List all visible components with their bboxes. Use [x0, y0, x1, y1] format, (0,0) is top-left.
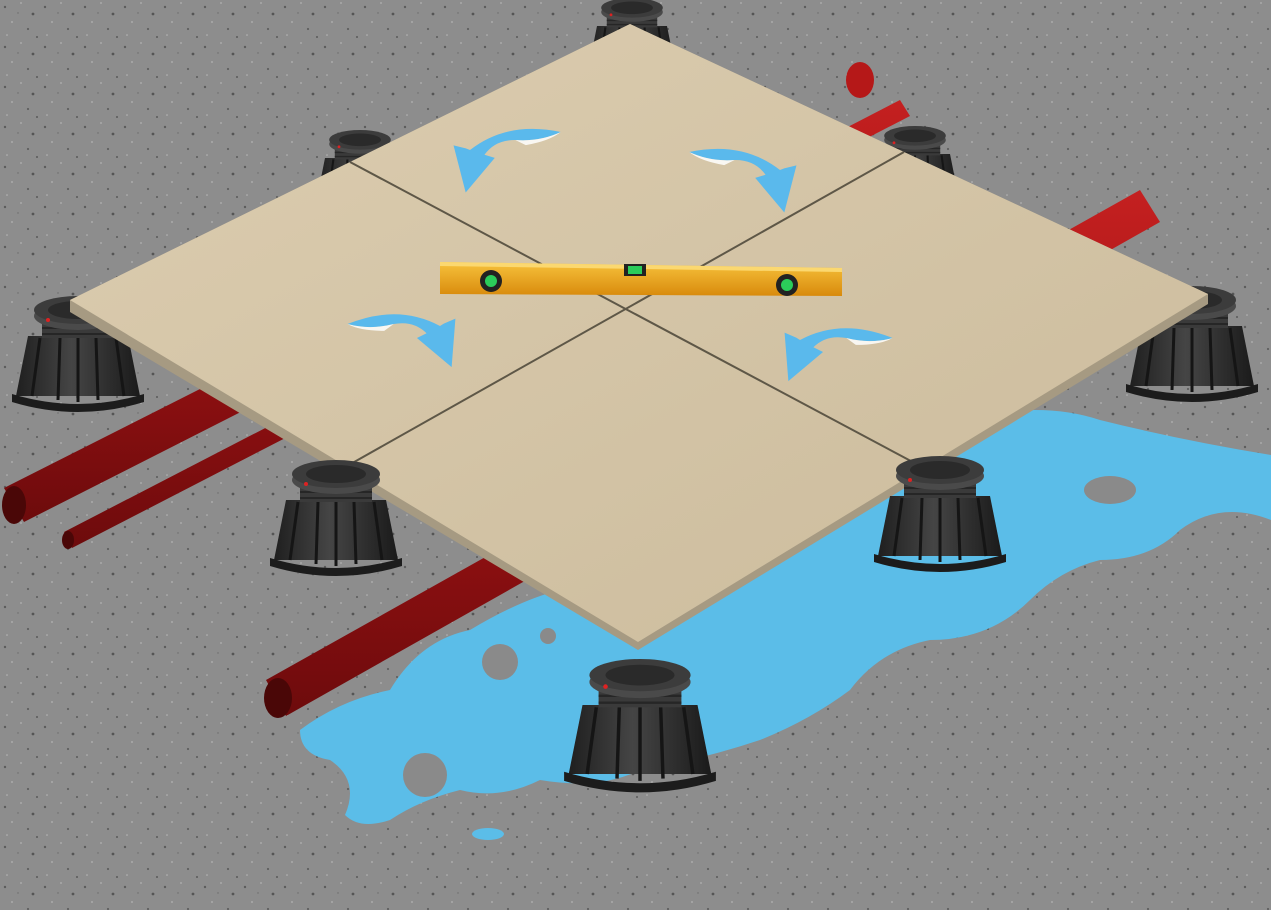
- spirit-level: [440, 262, 842, 296]
